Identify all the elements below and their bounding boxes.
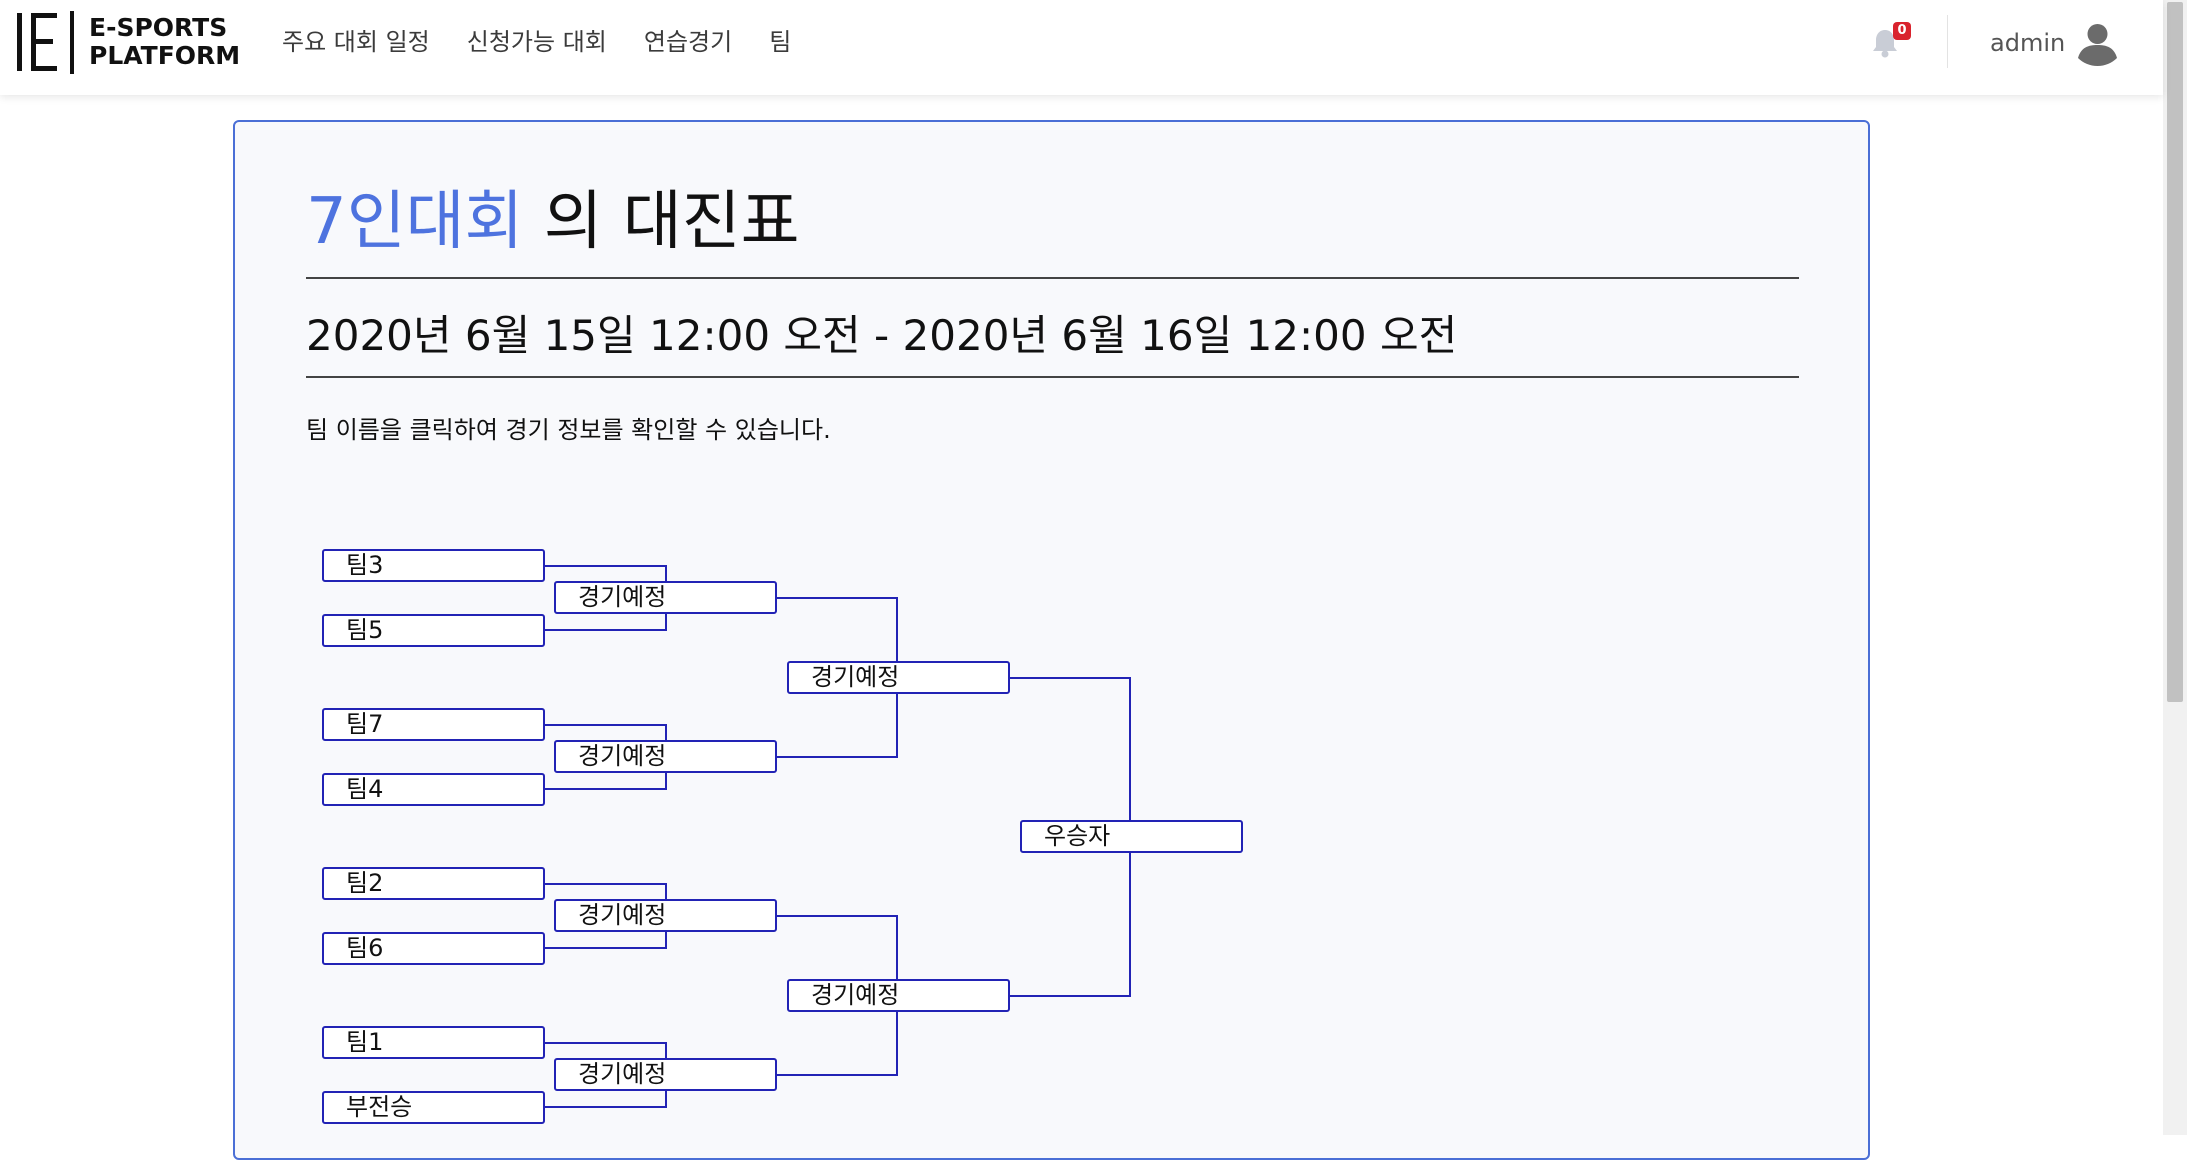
- title-divider: [306, 277, 1799, 279]
- bracket-hint: 팀 이름을 클릭하여 경기 정보를 확인할 수 있습니다.: [306, 416, 831, 444]
- nav-link-schedule[interactable]: 주요 대회 일정: [282, 28, 430, 56]
- bracket-winner-slot[interactable]: 우승자: [1020, 820, 1243, 853]
- nav-separator: [1947, 15, 1948, 68]
- bracket-team-slot[interactable]: 팀5: [322, 614, 545, 647]
- bracket-match-slot[interactable]: 경기예정: [554, 899, 777, 932]
- bracket-match-slot[interactable]: 경기예정: [554, 740, 777, 773]
- tournament-date-range: 2020년 6월 15일 12:00 오전 - 2020년 6월 16일 12:…: [306, 311, 1458, 360]
- bracket-team-slot[interactable]: 팀3: [322, 549, 545, 582]
- bracket-team-slot[interactable]: 팀2: [322, 867, 545, 900]
- username-label[interactable]: admin: [1990, 29, 2066, 57]
- bracket-team-slot[interactable]: 팀4: [322, 773, 545, 806]
- top-navbar: E-SPORTS PLATFORM 주요 대회 일정 신청가능 대회 연습경기 …: [0, 0, 2163, 95]
- bracket-team-slot[interactable]: 팀1: [322, 1026, 545, 1059]
- brand-line-1: E-SPORTS: [89, 13, 228, 42]
- bell-icon[interactable]: [1870, 27, 1900, 59]
- scrollbar-thumb[interactable]: [2167, 2, 2183, 702]
- notification-badge: 0: [1893, 22, 1911, 40]
- date-divider: [306, 376, 1799, 378]
- bracket-match-slot[interactable]: 경기예정: [554, 1058, 777, 1091]
- user-avatar-icon[interactable]: [2073, 17, 2122, 66]
- nav-link-team[interactable]: 팀: [769, 28, 792, 56]
- main-nav: 주요 대회 일정 신청가능 대회 연습경기 팀: [282, 22, 828, 62]
- brand-line-2: PLATFORM: [89, 41, 241, 70]
- bracket-team-slot[interactable]: 팀7: [322, 708, 545, 741]
- page-title: 7인대회 의 대진표: [306, 182, 800, 262]
- nav-link-scrims[interactable]: 연습경기: [643, 28, 733, 56]
- bracket-match-slot[interactable]: 경기예정: [787, 661, 1010, 694]
- logo-mark-icon: [17, 13, 57, 71]
- bracket-match-slot[interactable]: 경기예정: [554, 581, 777, 614]
- bracket-team-slot[interactable]: 팀6: [322, 932, 545, 965]
- title-suffix: 의 대진표: [523, 185, 800, 259]
- tournament-name: 7인대회: [306, 185, 524, 259]
- bracket-team-slot[interactable]: 부전승: [322, 1091, 545, 1124]
- nav-link-open-tournaments[interactable]: 신청가능 대회: [466, 28, 607, 56]
- logo-divider: [70, 11, 74, 74]
- brand-logo[interactable]: E-SPORTS PLATFORM: [17, 11, 240, 74]
- page-scrollbar[interactable]: [2163, 0, 2187, 1135]
- bracket-match-slot[interactable]: 경기예정: [787, 979, 1010, 1012]
